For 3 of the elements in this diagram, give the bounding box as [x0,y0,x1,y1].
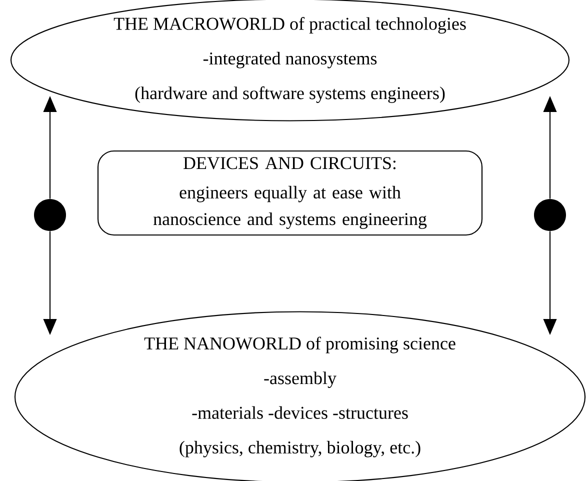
dot [34,199,66,231]
dot [534,199,566,231]
rounded-box: DEVICES AND CIRCUITS: engineers equally at ease with nanoscience and systems engineering [97,150,483,236]
